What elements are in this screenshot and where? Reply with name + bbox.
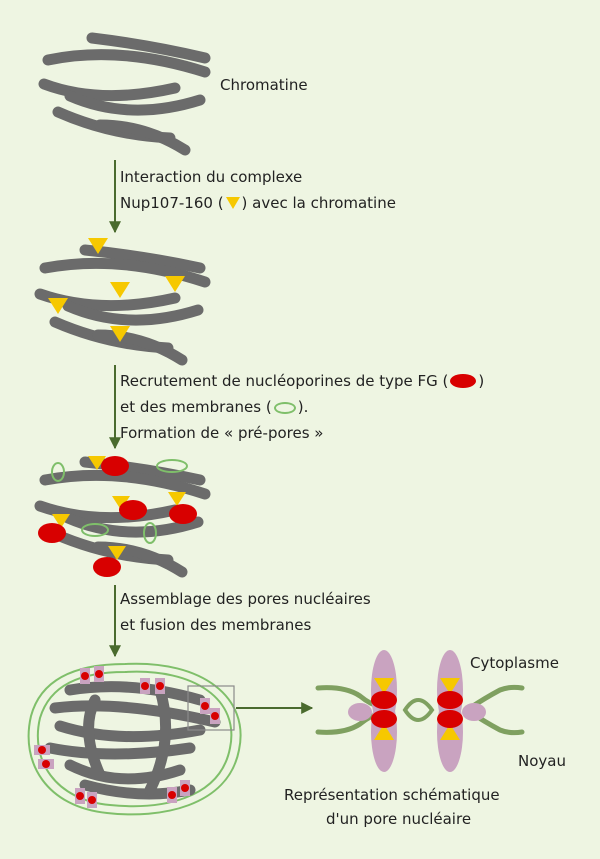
chromatin-stage4 (44, 681, 221, 800)
step2-text-line2-pre: et des membranes ( (120, 398, 272, 416)
label-cytoplasme: Cytoplasme (470, 654, 559, 672)
chromatin-stage2 (34, 244, 211, 366)
label-noyau: Noyau (518, 752, 566, 770)
fg-nucleoporin-legend-icon (450, 374, 477, 388)
membrane-legend-icon (273, 402, 296, 414)
fg-nucleoporins-stage3 (38, 456, 197, 577)
step2-text-line1-post: ) (478, 372, 485, 390)
step1-text-line2: Nup107-160 ( ) avec la chromatine (120, 190, 396, 216)
step2-text-line2-post: ). (297, 398, 309, 416)
nuclear-envelope (27, 662, 242, 816)
step2-text-line1: Recrutement de nucléoporines de type FG … (120, 368, 484, 394)
pore-schematic (315, 650, 525, 772)
step2-text-line3: Formation de « pré-pores » (120, 424, 324, 442)
step2-text-line1-pre: Recrutement de nucléoporines de type FG … (120, 372, 449, 390)
label-chromatine: Chromatine (220, 76, 308, 94)
nuclear-pores-stage4 (34, 666, 220, 808)
chromatin-stage1 (38, 32, 211, 156)
step3-text-line2: et fusion des membranes (120, 616, 312, 634)
nup107-legend-icon (225, 197, 240, 209)
step2-text-line2: et des membranes (). (120, 394, 308, 420)
zoom-box (187, 685, 235, 731)
pore-caption-line1: Représentation schématique (284, 786, 500, 804)
nup107-markers-stage2 (48, 238, 185, 342)
step1-text-line2-post: ) avec la chromatine (241, 194, 396, 212)
step1-text-line1: Interaction du complexe (120, 168, 303, 186)
nup107-markers-stage3 (52, 456, 186, 560)
step1-text-line2-pre: Nup107-160 ( (120, 194, 224, 212)
membranes-stage3 (51, 459, 188, 544)
step3-text-line1: Assemblage des pores nucléaires (120, 590, 371, 608)
pore-caption-line2: d'un pore nucléaire (326, 810, 472, 828)
